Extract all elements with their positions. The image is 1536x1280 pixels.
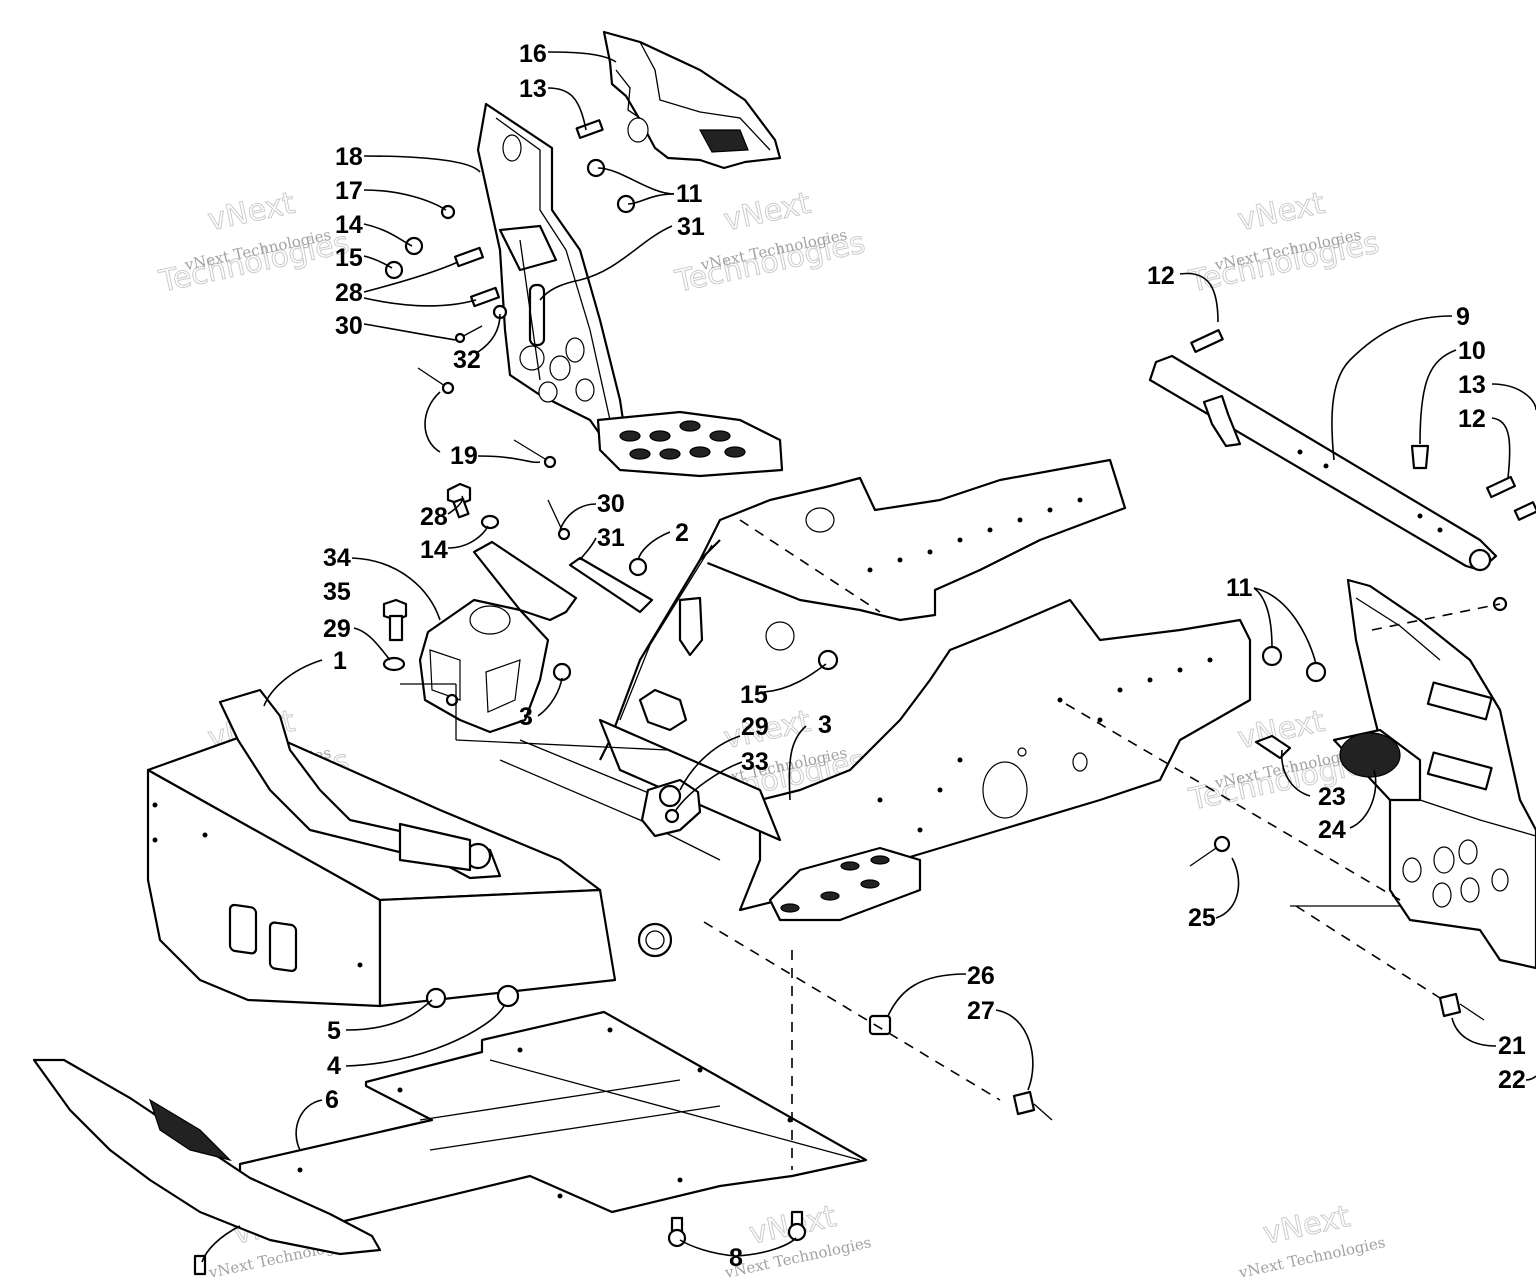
callout-35: 35 [323,578,351,606]
front-skid-part [32,1058,382,1256]
callout-4: 4 [327,1052,341,1080]
callout-15: 15 [335,244,363,272]
svg-text:Technologies: Technologies [1185,225,1382,300]
callout-18: 18 [335,143,363,171]
main-frame-part [146,458,1252,1009]
callout-29: 29 [741,713,769,741]
callout-1: 1 [333,647,347,675]
callout-24: 24 [1318,816,1346,844]
callout-23: 23 [1318,783,1346,811]
right-bumper-part [1148,329,1536,683]
callout-17: 17 [335,177,363,205]
watermark-9: vNext vNext Technologies [1236,1199,1386,1280]
watermark-3: vNext vNext Technologies Technologies [1185,185,1383,300]
callout-12: 12 [1147,262,1175,290]
callout-16: 16 [519,40,547,68]
callout-28: 28 [420,503,448,531]
callout-5: 5 [327,1017,341,1045]
callout-8: 8 [729,1244,743,1272]
callout-14: 14 [335,211,363,239]
callout-15: 15 [740,681,768,709]
callout-3: 3 [818,711,832,739]
callout-32: 32 [453,346,481,374]
callout-21: 21 [1498,1032,1526,1060]
svg-text:vNext: vNext [721,186,814,239]
callout-6: 6 [325,1086,339,1114]
callout-11: 11 [1226,574,1253,602]
steering-support-part [476,102,784,478]
callout-22: 22 [1498,1066,1526,1094]
callout-12: 12 [1458,405,1486,433]
callout-3: 3 [519,703,533,731]
callout-13: 13 [519,75,547,103]
alignment-lines [400,239,1501,1170]
callout-29: 29 [323,615,351,643]
callout-34: 34 [323,544,351,572]
callout-25: 25 [1188,904,1216,932]
callout-28: 28 [335,279,363,307]
callout-31: 31 [677,213,705,241]
callout-27: 27 [967,997,995,1025]
hood-cover-part [602,30,782,170]
frame-holes [152,497,1213,968]
watermark-1: vNext vNext Technologies Technologies [155,185,353,300]
callout-11: 11 [676,180,703,208]
callout-26: 26 [967,962,995,990]
mount-bracket-part [382,482,654,734]
nose-panel-part [1254,578,1536,970]
callout-31: 31 [597,524,625,552]
callout-30: 30 [335,312,363,340]
callout-9: 9 [1456,303,1470,331]
callout-30: 30 [597,490,625,518]
callout-19: 19 [450,442,478,470]
lower-fasteners [193,835,1485,1276]
svg-text:Technologies: Technologies [155,225,352,300]
upper-fasteners [384,119,636,469]
callout-10: 10 [1458,337,1486,365]
skid-plate-part [238,1010,868,1228]
callout-2: 2 [675,519,689,547]
callout-33: 33 [741,748,769,776]
leader-lines [201,51,1536,1263]
callouts: 16 13 18 11 17 31 14 15 28 30 32 19 28 3… [323,40,1526,1272]
callout-13: 13 [1458,371,1486,399]
callout-14: 14 [420,536,448,564]
svg-text:vNext: vNext [1235,186,1328,239]
svg-text:vNext: vNext [205,186,298,239]
